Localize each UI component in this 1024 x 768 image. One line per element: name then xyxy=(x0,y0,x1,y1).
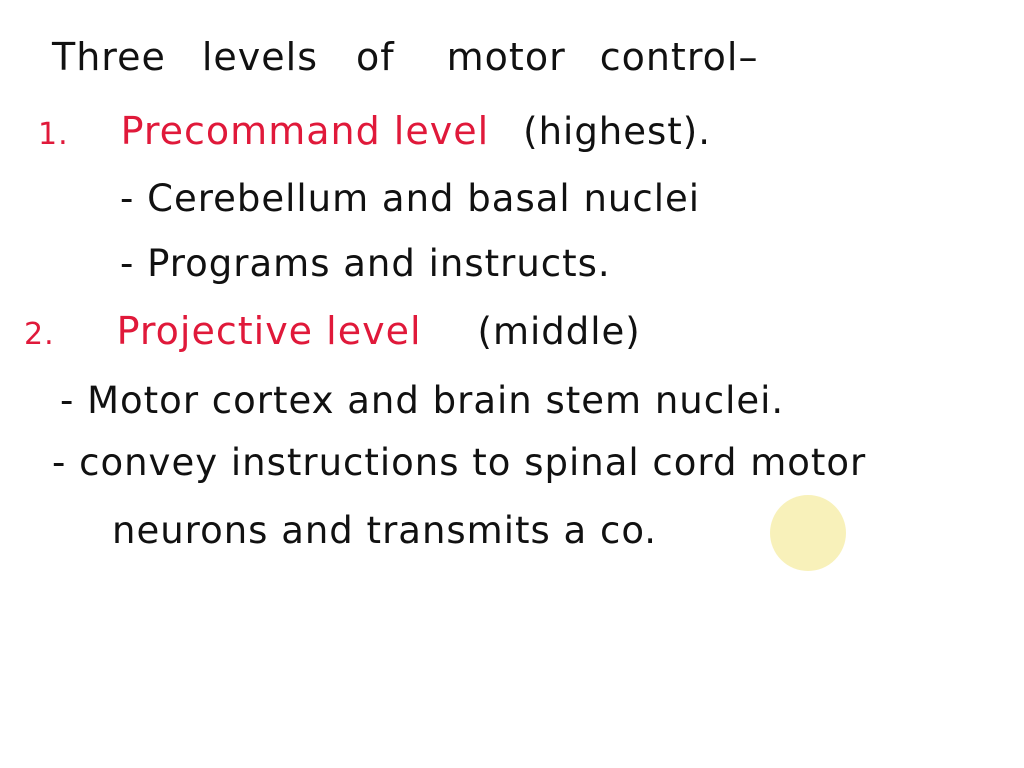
level-rank: (middle) xyxy=(477,310,641,353)
title-word: control xyxy=(599,35,739,79)
title-word: Three xyxy=(52,35,166,79)
level-name: Precommand level xyxy=(120,109,490,153)
cursor-highlight xyxy=(770,495,846,571)
level-1-point: - Programs and instructs. xyxy=(120,242,611,285)
title-word: levels xyxy=(201,35,319,79)
title-word: of xyxy=(356,35,395,79)
level-rank: (highest). xyxy=(523,110,712,153)
level-heading-1: 1. Precommand level (highest). xyxy=(38,112,711,150)
level-number: 1. xyxy=(38,117,69,152)
title-dash: – xyxy=(738,35,759,79)
level-number: 2. xyxy=(24,317,55,352)
level-heading-2: 2. Projective level (middle) xyxy=(24,312,641,350)
page-title: Three levels of motor control– xyxy=(52,38,758,76)
title-word: motor xyxy=(446,35,566,79)
level-name: Projective level xyxy=(116,309,422,353)
level-2-point-continuation: neurons and transmits a co. xyxy=(112,509,658,552)
level-1-point: - Cerebellum and basal nuclei xyxy=(120,177,701,220)
level-2-point: - convey instructions to spinal cord mot… xyxy=(52,441,867,484)
level-2-point: - Motor cortex and brain stem nuclei. xyxy=(60,379,785,422)
